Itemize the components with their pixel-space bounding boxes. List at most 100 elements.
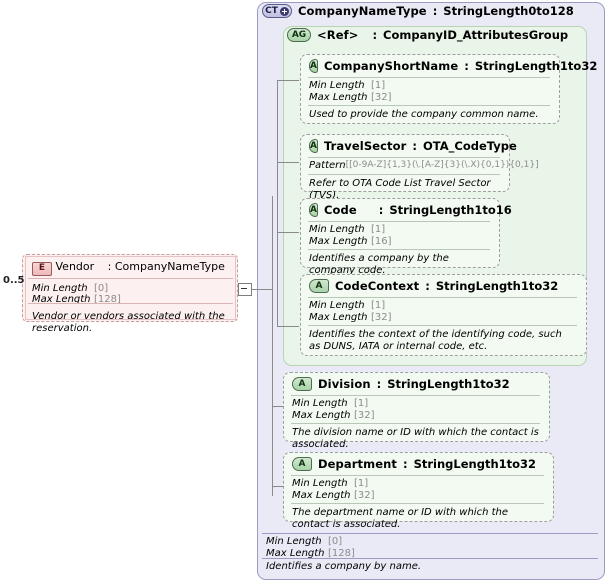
attribute-facets: Min Length [1] Max Length[32]	[286, 396, 545, 423]
attribute-badge[interactable]: A	[309, 203, 318, 217]
facet-name: Min Length	[309, 80, 365, 91]
divider	[28, 303, 233, 304]
facet-row: Min Length[0]	[32, 283, 229, 295]
element-badge[interactable]: E	[32, 261, 52, 276]
complex-type-name: CompanyNameType	[298, 4, 427, 18]
element-vendor[interactable]: E Vendor : CompanyNameType Min Length[0]…	[25, 256, 236, 334]
connector-branch	[277, 326, 299, 327]
attribute-dashed-wrapper	[300, 198, 500, 268]
facet-name: Min Length	[309, 224, 365, 235]
facet-name: Max Length	[309, 91, 368, 103]
element-facets: Min Length[0] Max Length[128]	[26, 280, 235, 306]
facet-value: [32]	[371, 91, 392, 103]
facet-row: Min Length [1]	[292, 478, 543, 490]
attribute-division[interactable]: A Division : StringLength1to32 Min Lengt…	[286, 374, 545, 450]
facet-name: Min Length	[309, 300, 365, 311]
attribute-department[interactable]: A Department : StringLength1to32 Min Len…	[286, 454, 549, 530]
element-name: Vendor	[55, 260, 95, 273]
connector-branch	[277, 80, 299, 81]
attribute-name: Code	[323, 203, 357, 217]
attribute-name: CompanyShortName	[323, 59, 459, 73]
element-documentation: Vendor or vendors associated with the re…	[32, 310, 225, 334]
attribute-documentation: The division name or ID with which the c…	[292, 427, 539, 450]
complex-type-header[interactable]: CT CompanyNameType : StringLength0to128	[262, 4, 600, 24]
facet-row: Max Length[32]	[292, 410, 539, 422]
attribute-separator: :	[402, 457, 408, 471]
attribute-facets: Min Length[1] Max Length[32]	[303, 78, 555, 105]
connector-branch	[272, 486, 284, 487]
divider	[308, 297, 577, 298]
facet-row: Max Length[32]	[292, 490, 543, 502]
attribute-group-type: CompanyID_AttributesGroup	[383, 28, 569, 42]
facet-row: Min Length[1]	[309, 300, 576, 312]
facet-value: [[0-9A-Z]{1,3}(\.[A-Z]{3}(\.X){0,1}){0,1…	[345, 160, 539, 170]
attribute-badge[interactable]: A	[292, 457, 312, 471]
divider	[308, 249, 490, 250]
facet-name: Max Length	[32, 294, 91, 305]
divider	[308, 221, 490, 222]
attribute-facets: Pattern[[0-9A-Z]{1,3}(\.[A-Z]{3}(\.X){0,…	[303, 158, 539, 174]
divider	[291, 423, 540, 424]
facet-value: [0]	[94, 282, 109, 294]
facet-row: Max Length[128]	[266, 548, 594, 560]
attribute-name: TravelSector	[323, 139, 407, 153]
complex-type-separator: :	[432, 4, 438, 18]
attribute-dashed-wrapper	[300, 54, 560, 124]
attribute-code[interactable]: A Code : StringLength1to16 Min Length[1]…	[303, 200, 512, 276]
facet-name: Max Length	[292, 409, 351, 421]
attribute-name: Department	[318, 457, 397, 471]
attribute-badge[interactable]: A	[309, 139, 318, 153]
attribute-travelsector[interactable]: A TravelSector : OTA_CodeType Pattern[[0…	[303, 136, 539, 201]
facet-name: Max Length	[309, 311, 368, 323]
complex-type-badge-label: CT	[265, 5, 278, 16]
attribute-name: Division	[318, 377, 371, 391]
attribute-separator: :	[376, 377, 382, 391]
attribute-companyshortname[interactable]: A CompanyShortName : StringLength1to32 M…	[303, 56, 597, 120]
attribute-dashed-wrapper	[283, 372, 550, 442]
facet-name: Min Length	[266, 536, 322, 547]
facet-value: [1]	[354, 478, 369, 489]
connector-trunk	[277, 80, 278, 326]
attribute-badge[interactable]: A	[292, 377, 312, 391]
facet-value: [128]	[94, 294, 121, 305]
complex-type-facets-divider	[262, 533, 598, 534]
divider	[308, 173, 500, 175]
facet-name: Max Length	[266, 547, 325, 559]
minus-icon[interactable]	[238, 283, 252, 296]
attribute-group-badge[interactable]: AG	[287, 28, 311, 42]
facet-value: [32]	[371, 311, 392, 323]
attribute-type: StringLength1to16	[389, 203, 512, 217]
facet-row: Max Length[32]	[309, 312, 576, 324]
attribute-type: OTA_CodeType	[423, 139, 517, 153]
facet-row: Max Length[32]	[309, 92, 549, 104]
attribute-badge[interactable]: A	[309, 59, 318, 73]
attribute-group-ref-label: <Ref>	[317, 28, 359, 42]
facet-value: [1]	[354, 398, 369, 409]
attribute-separator: :	[464, 59, 469, 73]
complex-type-doc-divider	[262, 558, 598, 559]
attribute-documentation: Refer to OTA Code List Travel Sector (TV…	[309, 177, 491, 201]
facet-value: [1]	[371, 224, 386, 235]
divider	[308, 105, 550, 106]
divider	[291, 475, 544, 476]
connector-main	[250, 289, 272, 290]
attribute-type: StringLength1to32	[387, 377, 510, 391]
facet-name: Min Length	[292, 478, 348, 489]
divider	[308, 325, 577, 326]
facet-row: Min Length[1]	[309, 80, 549, 92]
facet-name: Min Length	[292, 398, 348, 409]
divider	[291, 503, 544, 504]
facet-row: Max Length[128]	[32, 294, 229, 306]
complex-type-badge[interactable]: CT	[262, 4, 292, 18]
divider	[28, 278, 233, 279]
divider	[291, 395, 540, 396]
attribute-group-header[interactable]: AG <Ref> : CompanyID_AttributesGroup	[287, 28, 583, 48]
attribute-codecontext[interactable]: A CodeContext : StringLength1to32 Min Le…	[303, 276, 582, 352]
connector-main-trunk	[272, 196, 273, 496]
connector-branch	[272, 406, 284, 407]
divider	[308, 77, 550, 78]
attribute-type: StringLength1to32	[474, 59, 598, 73]
facet-value: [16]	[371, 235, 392, 247]
attribute-badge[interactable]: A	[309, 279, 329, 293]
attribute-facets: Min Length[1] Max Length[32]	[303, 298, 582, 325]
